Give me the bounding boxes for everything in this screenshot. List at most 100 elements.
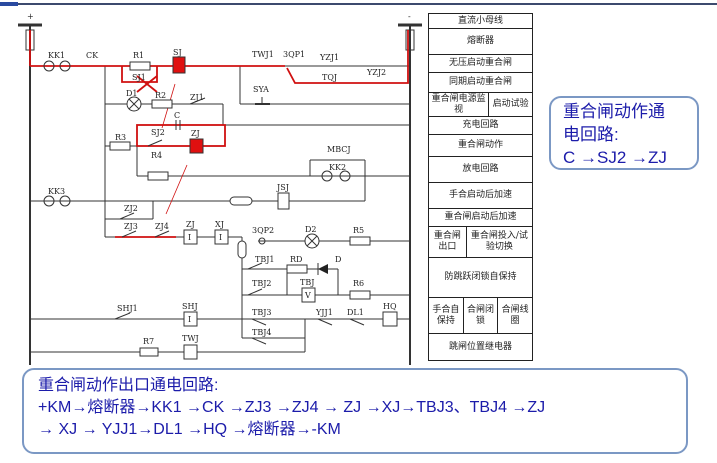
callout-reclose-output-path: 重合闸动作出口通电回路: +KM→熔断器→KK1 →CK →ZJ3 →ZJ4 →… <box>22 368 688 454</box>
jsj-relay <box>277 192 290 210</box>
tbj-relay <box>301 287 316 303</box>
zj-relay <box>183 229 198 245</box>
legend-row: 重合闸电源监视启动试验 <box>429 93 532 117</box>
label-r1: R1 <box>133 51 144 60</box>
label-dl1: DL1 <box>347 308 364 317</box>
r7-resistor <box>139 347 159 357</box>
label-sya: SYA <box>253 85 269 94</box>
callout-reclose-action-path: 重合闸动作通 电回路: C →SJ2 →ZJ <box>549 96 699 170</box>
twj-relay <box>183 344 198 360</box>
legend-row: 同期启动重合闸 <box>429 73 532 93</box>
label-r4: R4 <box>151 151 162 160</box>
highlighted-path <box>29 30 409 238</box>
rails <box>18 23 422 365</box>
label-r2: R2 <box>155 91 166 100</box>
label-c: C <box>174 111 180 120</box>
legend-row: 手合自保持合闸闭锁合闸线圈 <box>429 298 532 334</box>
shj-relay-mark: I <box>188 315 191 324</box>
label-twj: TWJ <box>182 334 199 343</box>
hq-coil <box>382 311 398 327</box>
label-kk1: KK1 <box>48 51 65 60</box>
rd-resistor <box>286 264 308 274</box>
tbj-relay-mark: V <box>304 291 311 300</box>
label-yzj2: YZJ2 <box>366 68 386 77</box>
label-mbcj: MBCJ <box>327 145 351 154</box>
label-zj-top: ZJ <box>191 129 200 138</box>
label-tbj3: TBJ3 <box>252 308 272 317</box>
label-tbj4: TBJ4 <box>252 328 272 337</box>
minus-label: - <box>408 12 411 21</box>
zj-relay-top <box>189 138 204 154</box>
d-diode <box>318 264 328 274</box>
label-rd: RD <box>290 255 302 264</box>
label-r5: R5 <box>353 226 364 235</box>
label-jsj: JSJ <box>276 183 289 192</box>
sj2-contact <box>147 139 163 147</box>
legend-row: 充电回路 <box>429 117 532 135</box>
kk3-contact <box>43 195 55 207</box>
xj-relay-mark: I <box>219 233 222 242</box>
legend-row: 无压启动重合闸 <box>429 55 532 73</box>
label-ck: CK <box>86 51 99 60</box>
plus-label: + <box>27 12 34 21</box>
label-hq: HQ <box>383 302 397 311</box>
label-yzj1: YZJ1 <box>319 53 339 62</box>
r4-resistor <box>147 171 169 181</box>
label-yjj1: YJJ1 <box>315 308 333 317</box>
label-tbj1: TBJ1 <box>255 255 275 264</box>
legend-row: 跳闸位置继电器 <box>429 334 532 361</box>
label-shj1: SHJ1 <box>117 304 138 313</box>
xj-relay <box>214 229 229 245</box>
kk1-contact <box>43 60 55 72</box>
legend-row: 放电回路 <box>429 157 532 183</box>
label-r7: R7 <box>143 337 154 346</box>
legend-row: 直流小母线 <box>429 14 532 29</box>
zj-relay-mark: I <box>188 233 191 242</box>
r1-resistor <box>129 61 151 71</box>
slide-corner-accent <box>0 2 18 6</box>
label-zj1: ZJ1 <box>190 93 204 102</box>
component-labels: KK1 CK R1 SJ TWJ1 3QP1 YZJ1 YZJ2 TQJ SYA… <box>48 48 397 346</box>
zj1-contact <box>189 97 206 105</box>
label-zj2: ZJ2 <box>124 204 138 213</box>
label-zj3: ZJ3 <box>124 222 138 231</box>
label-kk2: KK2 <box>329 163 346 172</box>
label-twj1: TWJ1 <box>252 50 274 59</box>
legend-row: 重合闸启动后加速 <box>429 209 532 227</box>
r3-resistor <box>109 141 131 151</box>
label-zj4: ZJ4 <box>155 222 169 231</box>
label-sj2: SJ2 <box>151 128 165 137</box>
switch-contact <box>229 196 253 206</box>
function-legend-table: 直流小母线 熔断器 无压启动重合闸 同期启动重合闸 重合闸电源监视启动试验 充电… <box>428 13 533 361</box>
label-xj: XJ <box>215 220 224 229</box>
r6-resistor <box>349 290 371 300</box>
label-r6: R6 <box>353 279 364 288</box>
label-r3: R3 <box>115 133 126 142</box>
legend-row: 手合启动后加速 <box>429 183 532 209</box>
r5-resistor <box>349 236 371 246</box>
label-3qp2: 3QP2 <box>252 226 274 235</box>
label-zj: ZJ <box>186 220 195 229</box>
legend-row: 防跳跃闭锁自保持 <box>429 258 532 298</box>
label-sj: SJ <box>173 48 182 57</box>
label-tbj2: TBJ2 <box>252 279 272 288</box>
r2-resistor <box>151 99 173 109</box>
label-d: D <box>335 255 341 264</box>
label-d2: D2 <box>305 225 317 234</box>
kk2-contact <box>321 170 333 182</box>
legend-row: 重合闸出口重合闸投入/试验切换 <box>429 227 532 258</box>
slide-top-bar <box>0 3 717 5</box>
label-sj1: SJ1 <box>132 73 146 82</box>
shj-relay <box>183 311 198 327</box>
legend-row: 熔断器 <box>429 29 532 55</box>
components <box>43 56 398 360</box>
label-shj: SHJ <box>182 302 198 311</box>
legend-row: 重合闸动作 <box>429 135 532 157</box>
label-d1: D1 <box>126 89 138 98</box>
label-3qp1: 3QP1 <box>283 50 305 59</box>
label-kk3: KK3 <box>48 187 65 196</box>
sj-relay <box>172 56 186 74</box>
label-tqj: TQJ <box>322 73 337 82</box>
label-tbj: TBJ <box>300 278 314 287</box>
